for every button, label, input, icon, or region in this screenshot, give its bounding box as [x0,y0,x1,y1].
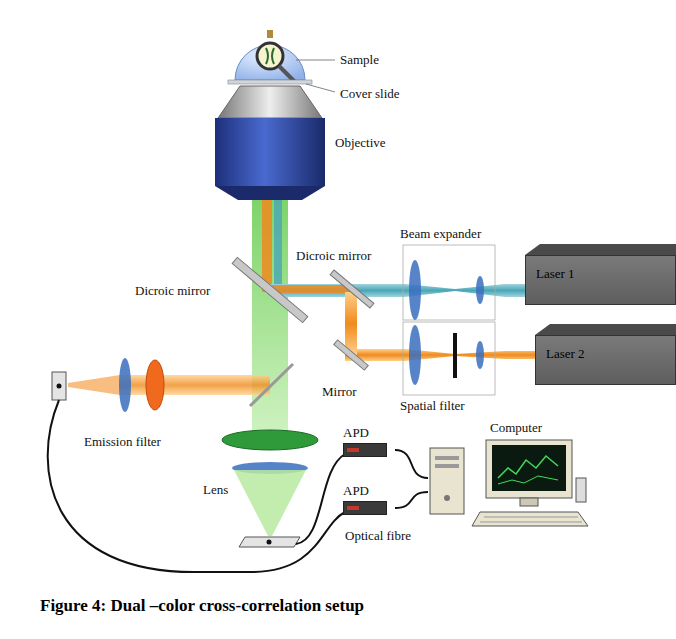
signal-cable [395,450,428,478]
signal-cable [395,492,428,508]
part-label: Emission filter [84,434,161,449]
part-label: Dicroic mirror [296,248,371,263]
node-text: Laser 2 [546,346,665,361]
part-label: Dicroic mirror [135,283,210,298]
part-label: Cover slide [340,86,400,101]
node-text: APD [343,483,395,498]
computer-icon [428,438,593,532]
part-label: Lens [203,482,228,497]
part-label: Optical fibre [345,528,411,543]
part-label: Beam expander [400,226,481,241]
part-label: Sample [340,52,379,67]
node-text: Laser 1 [536,266,665,281]
part-label: Objective [335,135,386,150]
part-label: Spatial filter [400,398,465,413]
apd-detector: APD [343,425,395,459]
node-text: Computer [490,420,542,435]
laser-box: Laser 2 [535,335,676,385]
apd-indicator [347,448,359,452]
figure-caption: Figure 4: Dual –color cross-correlation … [40,596,364,616]
computer: Computer [428,420,593,532]
apd-indicator [347,506,359,510]
part-label: Mirror [322,384,357,399]
apd-body [343,501,387,515]
apd-body [343,443,387,457]
apd-detector: APD [343,483,395,517]
node-text: APD [343,425,395,440]
laser-box: Laser 1 [525,255,676,305]
